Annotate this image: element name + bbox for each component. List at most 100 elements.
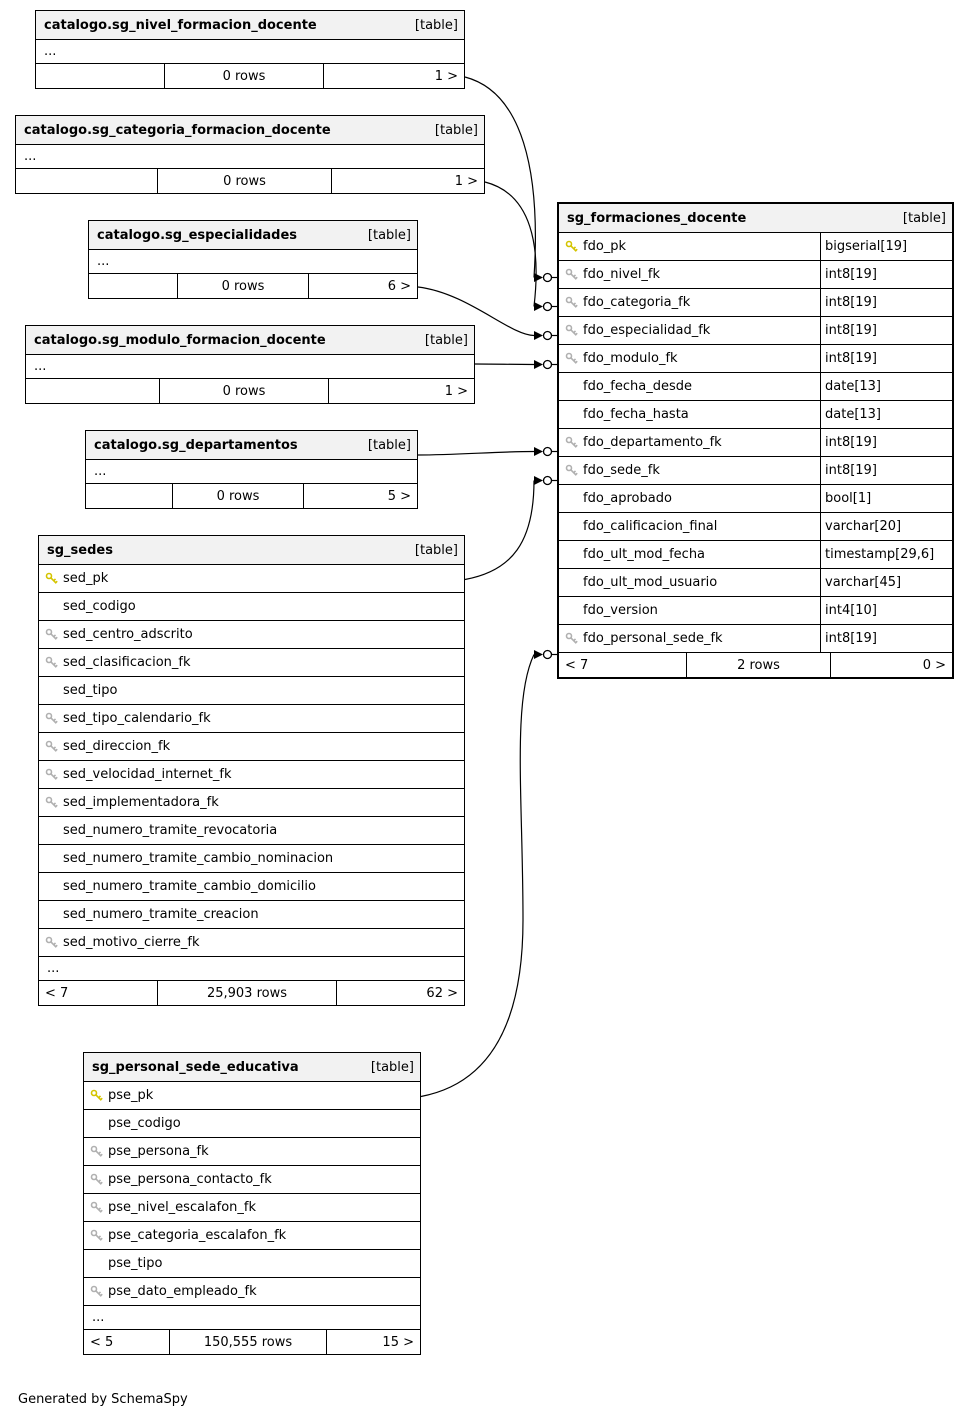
fk-line-departamento bbox=[417, 450, 535, 456]
foreign-key-icon bbox=[559, 268, 583, 281]
column-name: fdo_especialidad_fk bbox=[583, 323, 711, 338]
column-row: pse_dato_empleado_fk bbox=[84, 1278, 420, 1306]
column-row: sed_numero_tramite_cambio_domicilio bbox=[39, 873, 464, 901]
column-name: sed_tipo bbox=[63, 683, 118, 698]
children-count: 1 > bbox=[454, 173, 478, 189]
table-header-sg-departamentos[interactable]: catalogo.sg_departamentos [table] bbox=[86, 431, 417, 460]
column-type: varchar[20] bbox=[820, 513, 952, 540]
column-row: pse_persona_fk bbox=[84, 1138, 420, 1166]
row-count: 2 rows bbox=[686, 653, 831, 677]
column-name: pse_persona_fk bbox=[108, 1144, 209, 1159]
foreign-key-icon bbox=[84, 1145, 108, 1158]
column-row: sed_implementadora_fk bbox=[39, 789, 464, 817]
foreign-key-icon bbox=[84, 1173, 108, 1186]
column-type: int4[10] bbox=[820, 597, 952, 624]
parents-count bbox=[26, 379, 159, 403]
column-row: sed_pk bbox=[39, 565, 464, 593]
collapsed-columns-row: ... bbox=[16, 145, 484, 169]
foreign-key-icon bbox=[84, 1285, 108, 1298]
row-count: 0 rows bbox=[164, 64, 324, 88]
column-type: int8[19] bbox=[820, 345, 952, 372]
fk-relationship-modulo bbox=[474, 359, 558, 370]
column-name: sed_numero_tramite_revocatoria bbox=[63, 823, 278, 838]
column-type: int8[19] bbox=[820, 261, 952, 288]
fk-relationship-personal-sede bbox=[420, 649, 558, 1098]
fk-arrowhead-icon bbox=[534, 360, 543, 369]
column-name: pse_persona_contacto_fk bbox=[108, 1172, 272, 1187]
parents-count: < 7 bbox=[565, 657, 589, 673]
fk-circle-icon bbox=[542, 475, 553, 486]
table-title: catalogo.sg_especialidades bbox=[97, 227, 298, 243]
column-row: sed_numero_tramite_revocatoria bbox=[39, 817, 464, 845]
fk-arrowhead-icon bbox=[534, 476, 543, 485]
primary-key-icon bbox=[84, 1089, 108, 1102]
column-type: int8[19] bbox=[820, 317, 952, 344]
table-type-badge: [table] bbox=[414, 542, 458, 558]
collapsed-columns-row: ... bbox=[89, 250, 417, 274]
column-name: fdo_calificacion_final bbox=[583, 519, 718, 534]
table-header-sg-sedes[interactable]: sg_sedes [table] bbox=[39, 536, 464, 565]
parents-count bbox=[89, 274, 177, 298]
foreign-key-icon bbox=[559, 632, 583, 645]
table-header-sg-categoria-formacion-docente[interactable]: catalogo.sg_categoria_formacion_docente … bbox=[16, 116, 484, 145]
table-footer: 0 rows 1 > bbox=[16, 169, 484, 193]
table-header-sg-nivel-formacion-docente[interactable]: catalogo.sg_nivel_formacion_docente [tab… bbox=[36, 11, 464, 40]
table-header-sg-personal-sede-educativa[interactable]: sg_personal_sede_educativa [table] bbox=[84, 1053, 420, 1082]
children-count: 1 > bbox=[444, 383, 468, 399]
column-row: pse_persona_contacto_fk bbox=[84, 1166, 420, 1194]
fk-relationship-nivel bbox=[464, 76, 558, 283]
column-type: int8[19] bbox=[820, 429, 952, 456]
column-name: pse_tipo bbox=[108, 1256, 163, 1271]
fk-arrowhead-icon bbox=[534, 302, 543, 311]
column-name: fdo_departamento_fk bbox=[583, 435, 722, 450]
row-count: 0 rows bbox=[177, 274, 309, 298]
column-name: sed_motivo_cierre_fk bbox=[63, 935, 200, 950]
column-type: bigserial[19] bbox=[820, 233, 952, 260]
column-name: sed_clasificacion_fk bbox=[63, 655, 191, 670]
foreign-key-icon bbox=[39, 740, 63, 753]
children-count: 62 > bbox=[426, 985, 458, 1001]
fk-relationship-sede bbox=[464, 475, 558, 581]
column-row: sed_centro_adscrito bbox=[39, 621, 464, 649]
column-row: fdo_departamento_fk int8[19] bbox=[559, 429, 952, 457]
column-name: sed_direccion_fk bbox=[63, 739, 171, 754]
column-row: sed_numero_tramite_cambio_nominacion bbox=[39, 845, 464, 873]
column-name: pse_pk bbox=[108, 1088, 154, 1103]
table-box-sg-modulo-formacion-docente: catalogo.sg_modulo_formacion_docente [ta… bbox=[25, 325, 475, 404]
table-title: sg_personal_sede_educativa bbox=[92, 1059, 299, 1075]
table-header-sg-formaciones-docente[interactable]: sg_formaciones_docente [table] bbox=[559, 204, 952, 233]
fk-line-nivel bbox=[464, 76, 536, 278]
row-count: 25,903 rows bbox=[157, 981, 337, 1005]
table-footer: < 7 25,903 rows 62 > bbox=[39, 981, 464, 1005]
table-title: sg_sedes bbox=[47, 542, 113, 558]
column-row: pse_tipo bbox=[84, 1250, 420, 1278]
foreign-key-icon bbox=[84, 1201, 108, 1214]
collapsed-columns-row: ... bbox=[26, 355, 474, 379]
column-row: sed_numero_tramite_creacion bbox=[39, 901, 464, 929]
column-name: fdo_ult_mod_fecha bbox=[583, 547, 706, 562]
children-count: 1 > bbox=[434, 68, 458, 84]
column-row: sed_direccion_fk bbox=[39, 733, 464, 761]
generated-by-note: Generated by SchemaSpy bbox=[18, 1392, 188, 1407]
column-row: sed_velocidad_internet_fk bbox=[39, 761, 464, 789]
column-name: sed_numero_tramite_cambio_nominacion bbox=[63, 851, 334, 866]
table-header-sg-especialidades[interactable]: catalogo.sg_especialidades [table] bbox=[89, 221, 417, 250]
table-box-sg-sedes: sg_sedes [table] sed_pk sed_codigo sed_c… bbox=[38, 535, 465, 1006]
table-type-badge: [table] bbox=[370, 1059, 414, 1075]
parents-count bbox=[36, 64, 164, 88]
column-type: date[13] bbox=[820, 373, 952, 400]
collapsed-columns-row: ... bbox=[36, 40, 464, 64]
table-type-badge: [table] bbox=[414, 17, 458, 33]
column-row: fdo_especialidad_fk int8[19] bbox=[559, 317, 952, 345]
table-header-sg-modulo-formacion-docente[interactable]: catalogo.sg_modulo_formacion_docente [ta… bbox=[26, 326, 474, 355]
fk-circle-icon bbox=[542, 649, 553, 660]
table-box-sg-nivel-formacion-docente: catalogo.sg_nivel_formacion_docente [tab… bbox=[35, 10, 465, 89]
